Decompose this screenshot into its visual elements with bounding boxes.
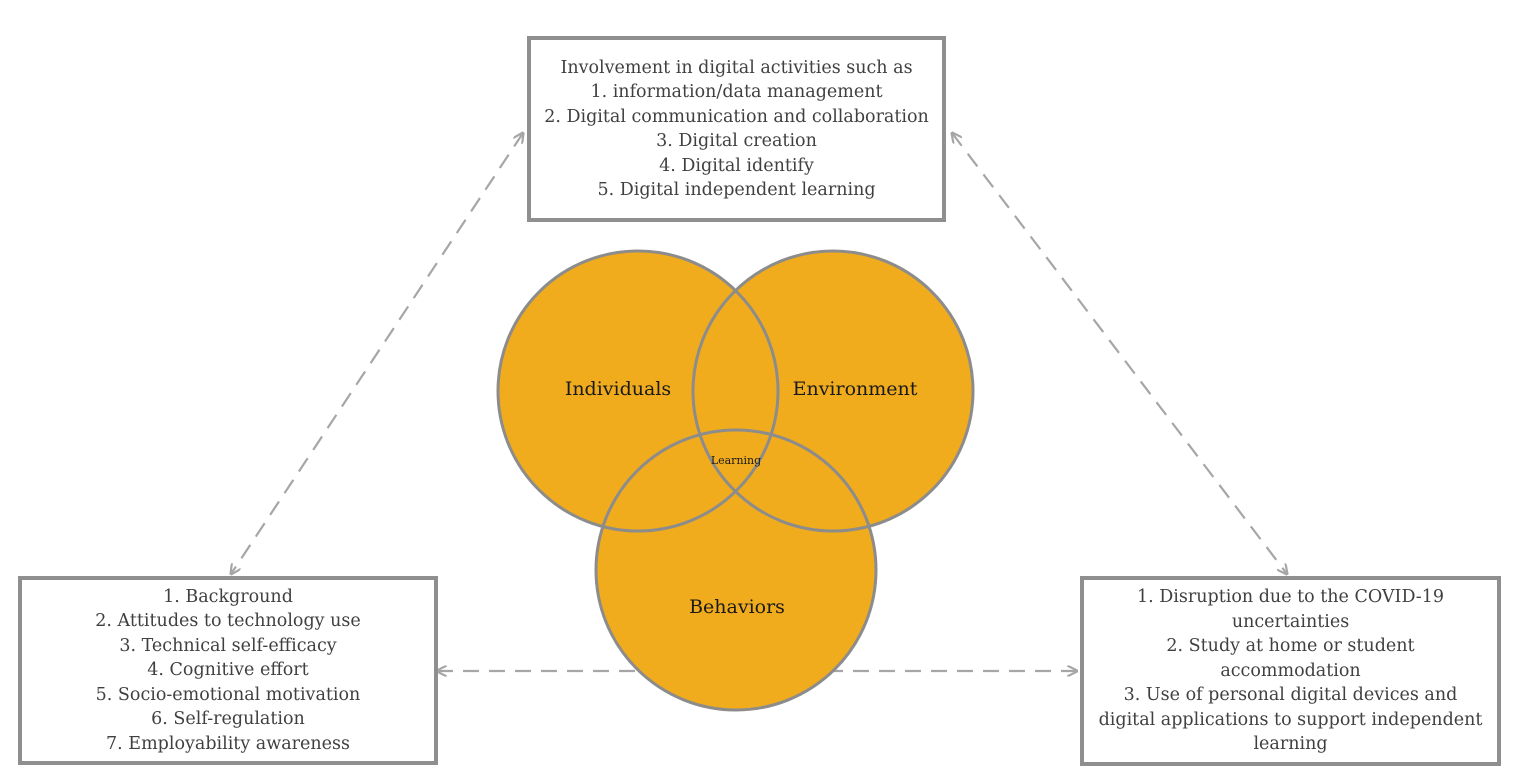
circle-environment-outline <box>691 249 975 533</box>
digital-activity-item: 2. Digital communication and collaborati… <box>544 106 929 127</box>
circle-behaviors <box>596 430 876 710</box>
digital-activity-item: 5. Digital independent learning <box>597 180 876 200</box>
individual-factors-box: 1. Background 2. Attitudes to technology… <box>18 576 438 765</box>
circle-individuals-outline <box>496 249 780 533</box>
label-environment: Environment <box>793 378 918 400</box>
digital-activity-item: 1. information/data management <box>590 82 883 102</box>
individual-factor-item: 1. Background <box>163 586 293 607</box>
venn-diagram: Individuals Environment Behaviors Learni… <box>496 249 975 712</box>
label-behaviors: Behaviors <box>689 596 785 618</box>
environment-factor-item: 3. Use of personal digital devices and d… <box>1098 685 1483 755</box>
individual-factor-item: 2. Attitudes to technology use <box>95 611 361 632</box>
digital-activity-item: 3. Digital creation <box>656 131 817 151</box>
digital-activities-box: Involvement in digital activities such a… <box>527 36 946 222</box>
individual-factor-item: 6. Self-regulation <box>151 709 305 730</box>
environment-factor-item: 1. Disruption due to the COVID-19 uncert… <box>1137 587 1444 632</box>
digital-activities-heading: Involvement in digital activities such a… <box>560 57 913 78</box>
environment-factors-box: 1. Disruption due to the COVID-19 uncert… <box>1080 576 1501 766</box>
environment-factor-item: 2. Study at home or student accommodatio… <box>1166 636 1415 681</box>
individual-factor-item: 3. Technical self-efficacy <box>119 635 337 656</box>
label-learning: Learning <box>711 454 761 467</box>
arrow-top-right <box>952 133 1287 574</box>
individual-factor-item: 4. Cognitive effort <box>147 660 309 681</box>
individual-factor-item: 7. Employability awareness <box>106 733 350 754</box>
arrow-top-left <box>231 133 523 574</box>
circle-behaviors-outline <box>594 428 878 712</box>
label-individuals: Individuals <box>565 378 671 400</box>
digital-activity-item: 4. Digital identify <box>659 155 814 176</box>
individual-factor-item: 5. Socio-emotional motivation <box>95 684 361 705</box>
